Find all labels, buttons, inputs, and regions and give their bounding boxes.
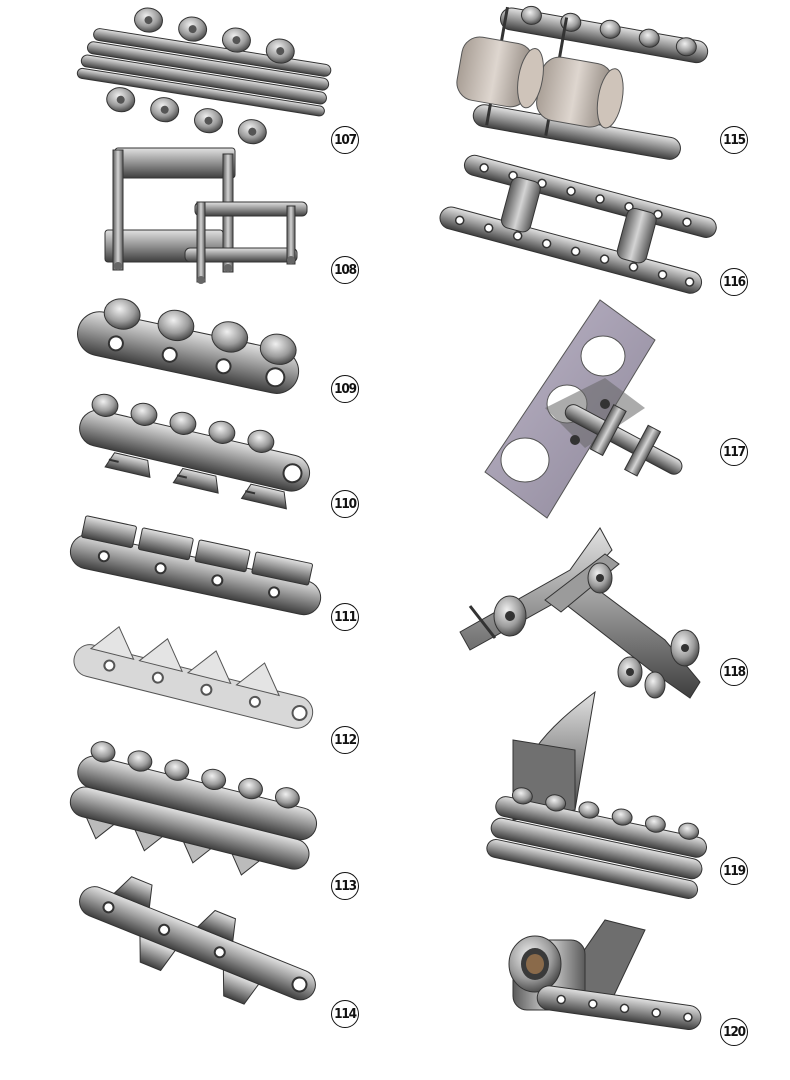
chain-item-116	[439, 154, 720, 305]
item-number-111: 111	[331, 603, 359, 631]
extended-pin-attachment-chain-icon	[79, 393, 311, 510]
chain-item-109	[75, 298, 310, 410]
item-number-112: 112	[331, 726, 359, 754]
double-triangular-top-plate-chain-icon	[69, 741, 318, 876]
chain-item-108	[85, 140, 320, 300]
item-number-107: 107	[331, 126, 359, 154]
item-number-113: 113	[331, 872, 359, 900]
item-number-116: 116	[720, 268, 748, 296]
chain-item-112	[70, 625, 320, 745]
perforated-plate-attachment-chain-icon	[484, 299, 683, 519]
wedge-attachment-duplex-chain-icon	[486, 690, 708, 899]
item-number-115: 115	[720, 126, 748, 154]
item-number-117: 117	[720, 438, 748, 466]
flat-top-block-chain-icon	[69, 515, 322, 616]
chain-item-114	[70, 876, 322, 1015]
large-roller-chain-icon	[456, 5, 709, 160]
trolley-wheel-conveyor-chain-icon	[459, 527, 701, 699]
item-number-109: 109	[331, 375, 359, 403]
item-number-120: 120	[720, 1018, 748, 1046]
triple-strand-attachment-chain-icon	[76, 7, 332, 145]
chain-item-119	[485, 690, 715, 899]
bent-attachment-chain-icon	[79, 876, 316, 1005]
chain-item-118	[450, 520, 715, 715]
chain-item-110	[75, 393, 315, 515]
item-number-110: 110	[331, 490, 359, 518]
threaded-boss-attachment-chain-icon	[508, 919, 702, 1030]
item-number-118: 118	[720, 658, 748, 686]
hollow-pin-roller-chain-icon	[77, 298, 300, 394]
triangular-top-plate-chain-icon	[73, 625, 314, 729]
chain-item-111	[68, 515, 326, 630]
box-link-conveyor-chain-icon	[104, 147, 308, 284]
item-number-108: 108	[331, 256, 359, 284]
chain-item-120	[495, 910, 702, 1060]
double-strand-roller-chain-icon	[439, 154, 717, 294]
chain-item-115	[450, 5, 709, 165]
chain-item-113	[69, 741, 320, 882]
chain-item-117	[484, 299, 685, 520]
item-number-114: 114	[331, 1000, 359, 1028]
item-number-119: 119	[720, 857, 748, 885]
chain-item-107	[70, 7, 370, 155]
